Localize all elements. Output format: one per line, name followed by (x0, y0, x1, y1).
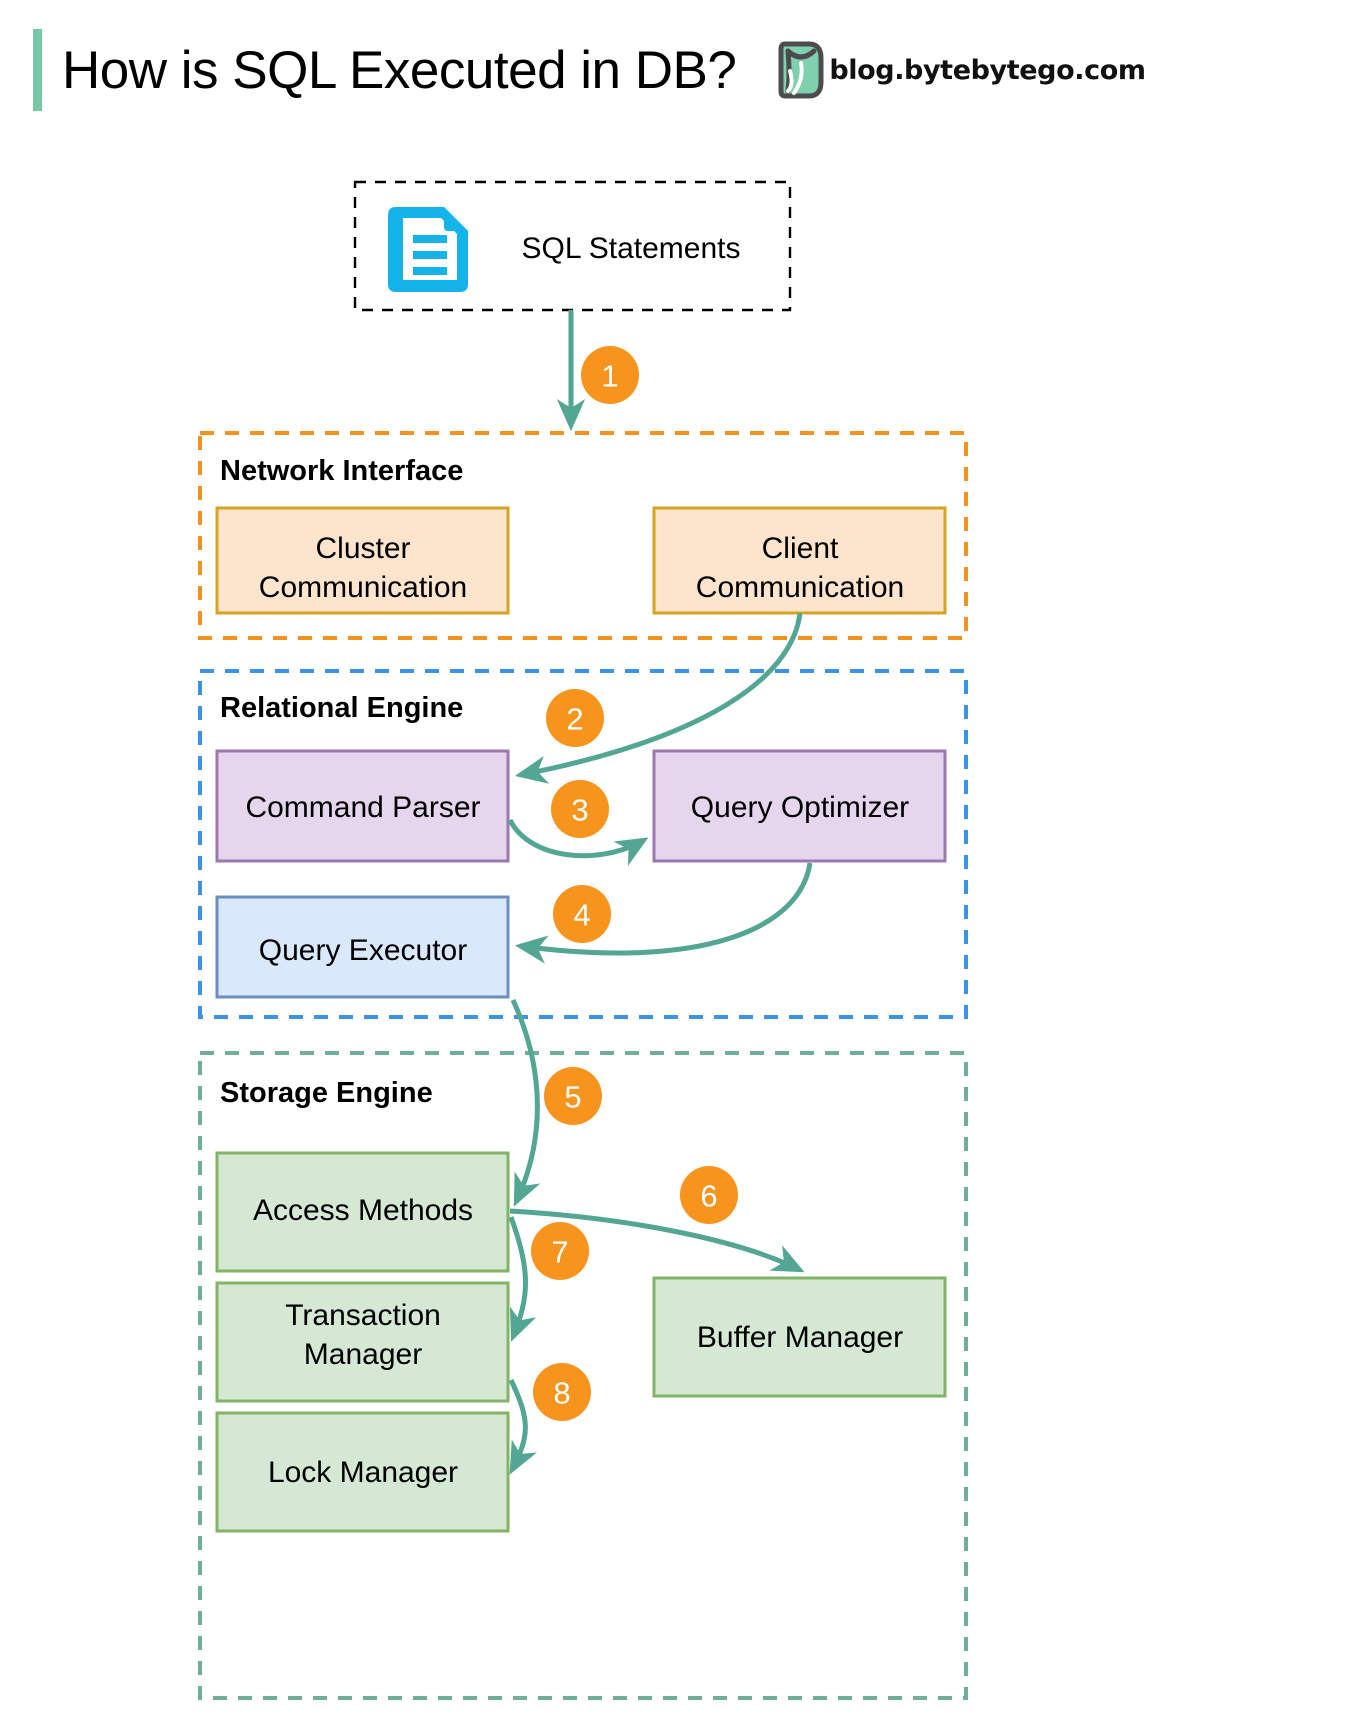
svg-text:1: 1 (601, 359, 618, 394)
query-optimizer-label: Query Optimizer (691, 791, 909, 824)
page-header: How is SQL Executed in DB? blog.bytebyte… (0, 0, 1358, 140)
command-parser-label: Command Parser (245, 791, 480, 824)
access-methods-label: Access Methods (253, 1194, 473, 1227)
step-badge-5: 5 (544, 1067, 602, 1125)
step-badge-8: 8 (533, 1363, 591, 1421)
transaction-manager-label-1: Transaction (285, 1299, 441, 1332)
node-lock-manager[interactable] (215, 1411, 510, 1533)
arrow-step-6 (509, 1208, 805, 1273)
step-badge-3: 3 (551, 780, 609, 838)
arrow-step-5 (510, 998, 541, 1207)
group-network-interface (198, 431, 968, 640)
sql-statements-label: SQL Statements (522, 232, 741, 265)
step-badge-2: 2 (546, 689, 604, 747)
svg-text:6: 6 (700, 1179, 717, 1214)
group-storage-engine (198, 1051, 968, 1700)
flowchart: SQL Statements Network Interface Cluster… (198, 180, 968, 1700)
arrow-step-4 (514, 862, 813, 964)
lock-manager-label: Lock Manager (268, 1456, 458, 1489)
node-buffer-manager[interactable] (652, 1276, 947, 1398)
svg-text:4: 4 (573, 898, 590, 933)
node-access-methods[interactable] (215, 1151, 510, 1273)
node-transaction-manager[interactable] (215, 1281, 510, 1403)
svg-text:7: 7 (551, 1235, 568, 1270)
document-icon (388, 207, 468, 292)
node-cluster-communication[interactable] (215, 506, 510, 615)
svg-text:5: 5 (564, 1080, 581, 1115)
brand-label: blog.bytebytego.com (829, 54, 1146, 86)
step-badge-7: 7 (531, 1222, 589, 1280)
title-accent-bar (33, 29, 42, 111)
step-badge-4: 4 (553, 885, 611, 943)
cluster-communication-label-2: Communication (259, 571, 467, 604)
brand-watermark: blog.bytebytego.com (778, 41, 1146, 99)
node-client-communication[interactable] (652, 506, 947, 615)
group-label-storage-engine: Storage Engine (220, 1077, 433, 1109)
node-query-optimizer[interactable] (652, 749, 947, 863)
arrow-step-2 (514, 612, 803, 784)
client-communication-label-2: Communication (696, 571, 904, 604)
svg-text:2: 2 (566, 702, 583, 737)
bytebytego-logo-icon (778, 41, 824, 99)
arrow-step-7 (508, 1216, 537, 1342)
step-badge-6: 6 (680, 1166, 738, 1224)
node-command-parser[interactable] (215, 749, 510, 863)
page-title: How is SQL Executed in DB? (62, 40, 737, 100)
group-relational-engine (198, 669, 968, 1019)
step-badge-1: 1 (581, 346, 639, 404)
cluster-communication-label-1: Cluster (315, 532, 410, 565)
transaction-manager-label-2: Manager (304, 1338, 422, 1371)
group-label-relational-engine: Relational Engine (220, 692, 463, 724)
svg-text:3: 3 (571, 793, 588, 828)
client-communication-label-1: Client (762, 532, 839, 565)
arrow-step-8 (508, 1378, 537, 1475)
buffer-manager-label: Buffer Manager (697, 1321, 903, 1354)
query-executor-label: Query Executor (259, 934, 467, 967)
arrow-step-3 (507, 818, 649, 866)
group-label-network-interface: Network Interface (220, 455, 463, 487)
svg-text:8: 8 (553, 1376, 570, 1411)
node-query-executor[interactable] (215, 895, 510, 999)
